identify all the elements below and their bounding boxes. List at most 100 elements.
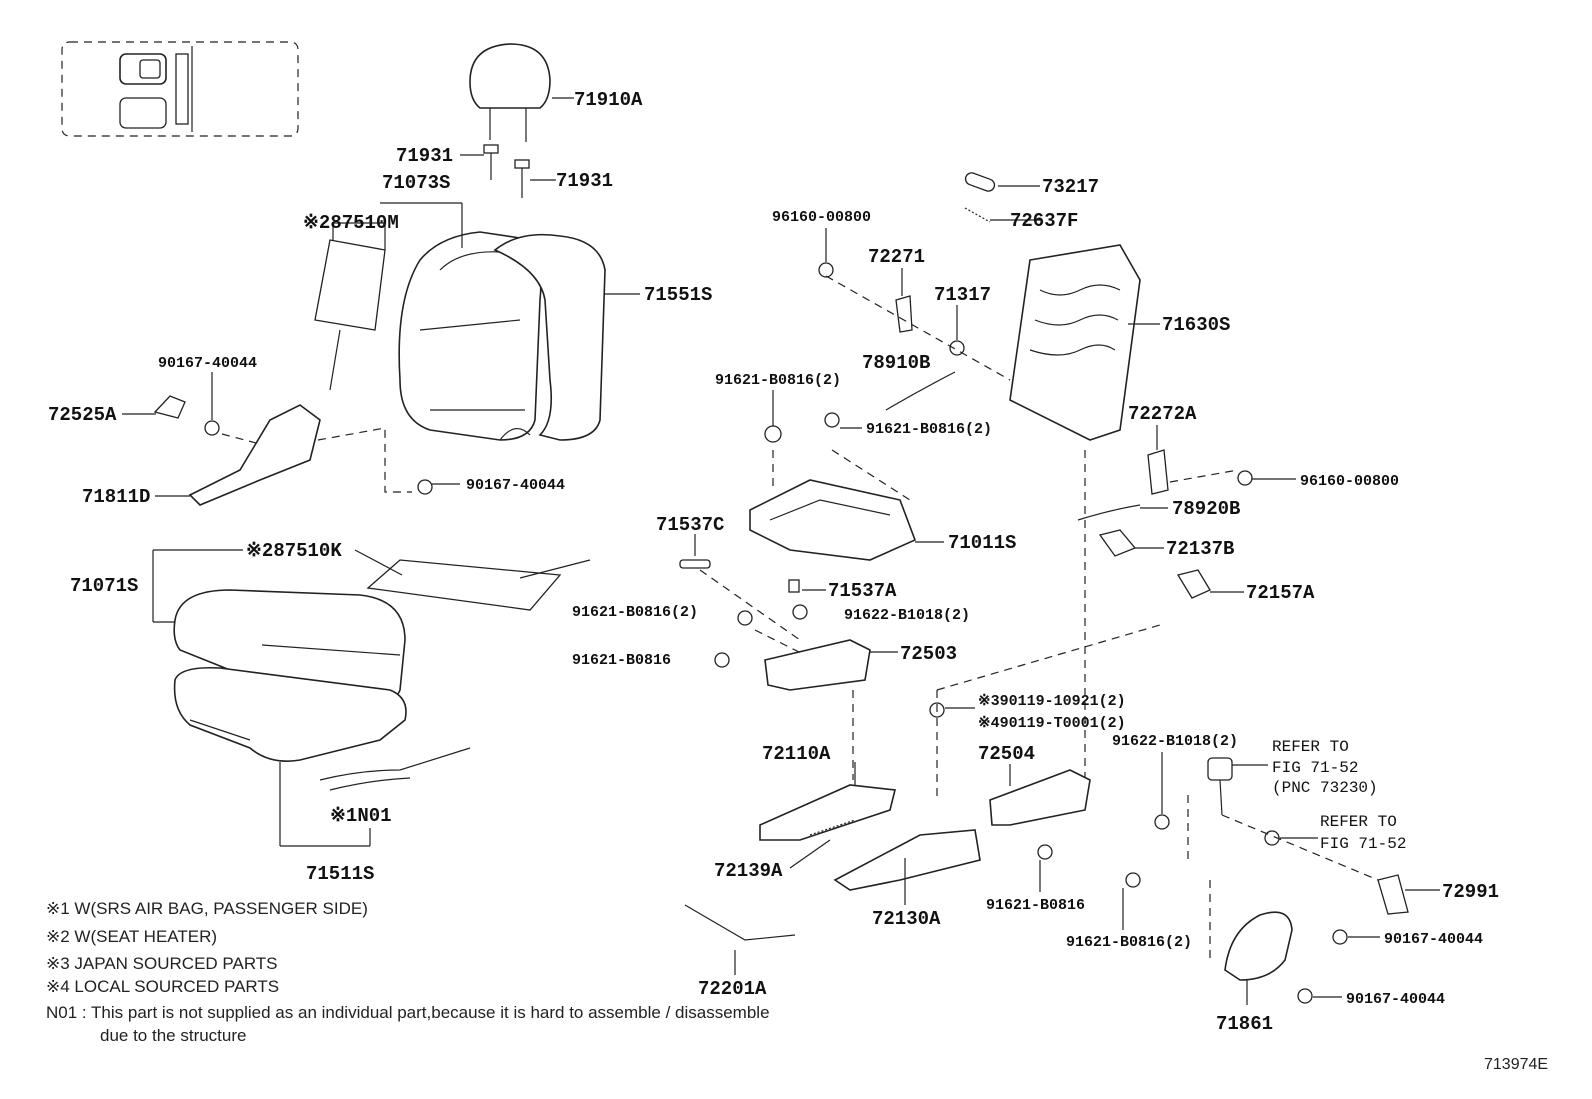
frame-71630S (1009, 244, 1160, 441)
label-72271: 72271 (868, 246, 925, 268)
label-90119-b: ※490119-T0001(2) (978, 715, 1126, 732)
label-90167-a: 90167-40044 (158, 355, 257, 372)
label-91621-d: 91621-B0816 (572, 652, 671, 669)
label-71551S: 71551S (644, 284, 712, 306)
label-71630S: 71630S (1162, 314, 1230, 336)
heater-87510K (354, 549, 591, 611)
label-72139A: 72139A (714, 860, 783, 882)
label-72130A: 72130A (872, 908, 941, 930)
label-71931-a: 71931 (396, 145, 453, 167)
bolt-91621-a (764, 390, 782, 443)
label-71011S: 71011S (948, 532, 1016, 554)
cable-78910B (885, 371, 956, 411)
refer-note-1: REFER TO FIG 71-52 (PNC 73230) (1272, 738, 1378, 797)
nut-ref (1264, 830, 1318, 846)
footnote-2: ※2 W(SEAT HEATER) (46, 927, 218, 946)
label-90167-c: 90167-40044 (1384, 931, 1483, 948)
label-78910B: 78910B (862, 352, 930, 374)
lever-72271 (895, 268, 913, 333)
label-72272A: 72272A (1128, 403, 1197, 425)
track-72130A (833, 829, 981, 905)
refer-note-2-line1: REFER TO (1320, 813, 1397, 831)
label-96160-a: 96160-00800 (772, 209, 871, 226)
seat-heater-87510M (314, 222, 386, 391)
shield-71861 (1224, 911, 1293, 1005)
label-71537C: 71537C (656, 514, 724, 536)
footnote-1: ※1 W(SRS AIR BAG, PASSENGER SIDE) (46, 899, 368, 918)
screw-90167-b (417, 479, 460, 495)
label-91621-a: 91621-B0816(2) (715, 372, 841, 389)
label-72110A: 72110A (762, 743, 831, 765)
label-91621-e: 91621-B0816 (986, 897, 1085, 914)
spring-72637F (964, 207, 1040, 223)
adjuster-72503 (764, 639, 898, 691)
label-72201A: 72201A (698, 978, 767, 1000)
pad-71537A (788, 579, 826, 593)
spring-72139A (789, 819, 856, 869)
screw-90167-c (1332, 929, 1380, 945)
label-72525A: 72525A (48, 404, 117, 426)
label-73217: 73217 (1042, 176, 1099, 198)
headrest-71910A (469, 43, 574, 142)
label-87510M: ※287510M (303, 212, 399, 234)
cable-78920B (1077, 504, 1168, 521)
label-72157A: 72157A (1246, 582, 1315, 604)
label-72637F: 72637F (1010, 210, 1078, 232)
refer-note-1-line1: REFER TO (1272, 738, 1349, 756)
footnote-4: ※4 LOCAL SOURCED PARTS (46, 977, 280, 996)
label-71071S: 71071S (70, 575, 138, 597)
label-71811D: 71811D (82, 486, 150, 508)
cover-72991 (1377, 874, 1440, 915)
label-71910A: 71910A (574, 89, 643, 111)
cushion-pad-71511S (173, 666, 407, 847)
bolt-91622-a (792, 604, 808, 620)
screw-90167-d (1297, 988, 1342, 1004)
label-71317: 71317 (934, 284, 991, 306)
label-71931-b: 71931 (556, 170, 613, 192)
guide-71931-a (460, 144, 499, 180)
label-91621-f: 91621-B0816(2) (1066, 934, 1192, 951)
bolt-91621-f (1122, 872, 1141, 930)
label-91621-c: 91621-B0816(2) (572, 604, 698, 621)
label-90167-d: 90167-40044 (1346, 991, 1445, 1008)
refer-note-2-line2: FIG 71-52 (1320, 835, 1406, 853)
label-90119-a: ※390119-10921(2) (978, 693, 1126, 710)
seatback-cover-71073S (380, 202, 542, 441)
label-91621-b: 91621-B0816(2) (866, 421, 992, 438)
guide-71931-b (514, 159, 556, 198)
label-91622-b: 91622-B1018(2) (1112, 733, 1238, 750)
seatback-pad-71551S (493, 233, 640, 441)
footnote-n01: N01 : This part is not supplied as an in… (46, 1003, 770, 1022)
label-71073S: 71073S (382, 172, 450, 194)
label-71537A: 71537A (828, 580, 897, 602)
bolt-91621-c (737, 610, 753, 626)
screw-90167-a (204, 372, 220, 436)
label-90167-b: 90167-40044 (466, 477, 565, 494)
refer-note-2: REFER TO FIG 71-52 (1320, 813, 1406, 853)
label-72137B: 72137B (1166, 538, 1234, 560)
shield-71811D (155, 404, 321, 506)
buckle-ref (1207, 757, 1268, 816)
cover-72525A (122, 395, 186, 419)
label-87510K: ※287510K (246, 540, 342, 562)
track-72110A (759, 762, 896, 841)
bolt-91622-b (1154, 752, 1170, 830)
cover-72137B (1098, 529, 1164, 557)
refer-note-1-line3: (PNC 73230) (1272, 779, 1378, 797)
label-72504: 72504 (978, 743, 1035, 765)
label-96160-b: 96160-00800 (1300, 473, 1399, 490)
clip-96160-b (1237, 470, 1296, 486)
pipe-73217 (964, 172, 1040, 192)
bolt-91621-e (1037, 844, 1053, 892)
lever-72272A (1147, 425, 1169, 495)
pad-71537C (679, 534, 711, 569)
bolt-91621-d (714, 652, 730, 668)
figure-code: 713974E (1484, 1056, 1549, 1073)
locator-inset (61, 41, 299, 137)
harness-N01 (319, 747, 471, 791)
label-78920B: 78920B (1172, 498, 1240, 520)
label-71511S: 71511S (306, 863, 374, 885)
cushion-frame-71011S (749, 479, 944, 561)
label-72991: 72991 (1442, 881, 1499, 903)
